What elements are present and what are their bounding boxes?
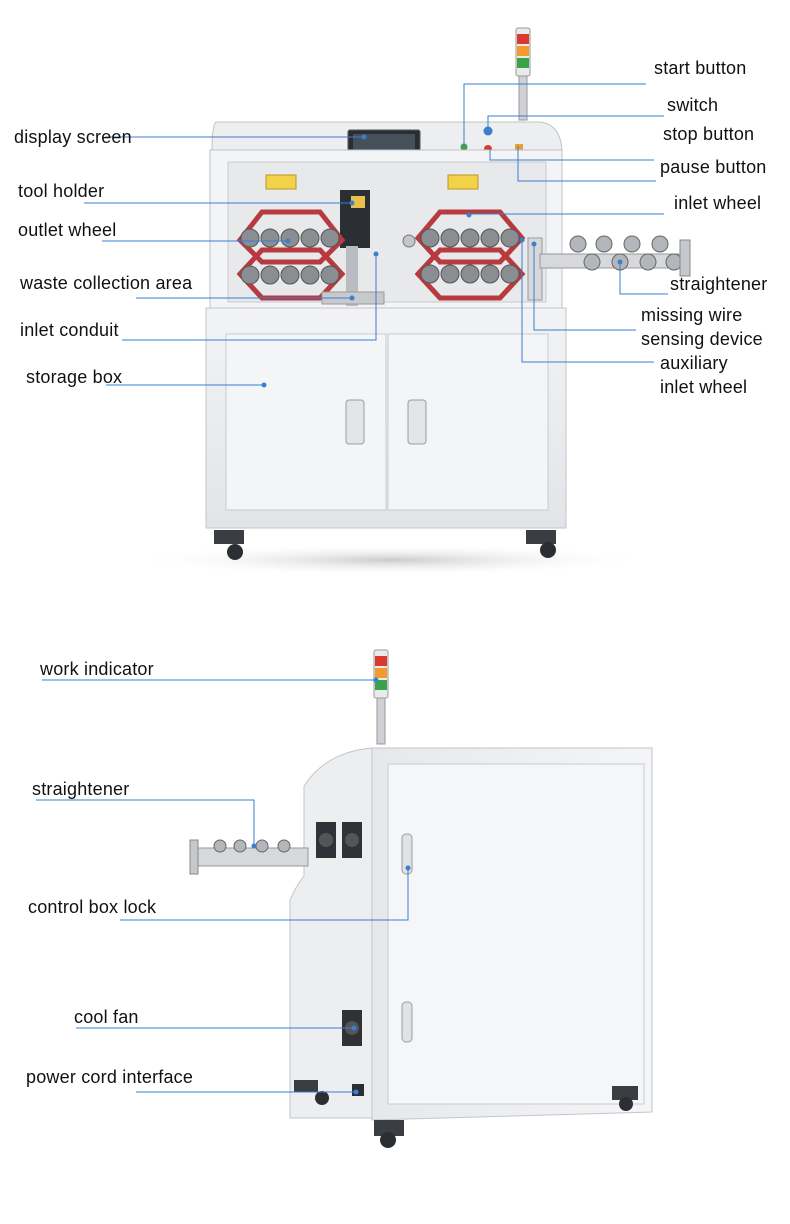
power-cord-socket bbox=[352, 1084, 364, 1096]
control-box-lock-graphic bbox=[401, 833, 413, 875]
lower-lock-graphic bbox=[401, 1001, 413, 1043]
label-pause-button: pause button bbox=[660, 157, 767, 177]
label-waste-collection-area: waste collection area bbox=[20, 273, 193, 293]
straightener-side-graphic bbox=[189, 839, 309, 875]
label-display-screen: display screen bbox=[14, 127, 132, 147]
label-work-indicator: work indicator bbox=[40, 659, 154, 679]
tool-holder-graphic bbox=[340, 190, 370, 306]
door-handle-right bbox=[407, 399, 427, 445]
label-inlet-wheel: inlet wheel bbox=[674, 193, 762, 213]
front-view-machine-illustration bbox=[84, 27, 691, 576]
signal-tower-side bbox=[373, 649, 389, 745]
side-leader-lines bbox=[36, 679, 409, 1093]
label-missing-wire-line1: missing wire bbox=[641, 305, 743, 325]
straightener-graphic bbox=[527, 235, 691, 301]
side-view-machine-illustration bbox=[36, 649, 653, 1148]
label-straightener-side: straightener bbox=[32, 779, 130, 799]
label-switch: switch bbox=[667, 95, 719, 115]
label-cool-fan: cool fan bbox=[74, 1007, 139, 1027]
label-stop-button: stop button bbox=[663, 124, 755, 144]
warning-sticker-right bbox=[447, 174, 479, 190]
side-body bbox=[289, 747, 373, 1119]
cabinet-door bbox=[387, 763, 645, 1105]
label-straightener: straightener bbox=[670, 274, 768, 294]
warning-sticker-left bbox=[265, 174, 297, 190]
front-leader-dots bbox=[261, 134, 623, 388]
label-missing-wire-line2: sensing device bbox=[641, 329, 763, 349]
label-inlet-conduit: inlet conduit bbox=[20, 320, 119, 340]
casters bbox=[214, 530, 556, 560]
front-view-panel: display screen tool holder outlet wheel … bbox=[0, 0, 790, 600]
label-power-cord-interface: power cord interface bbox=[26, 1067, 194, 1087]
side-leader-dots bbox=[251, 677, 411, 1095]
side-view-panel: work indicator straightener control box … bbox=[0, 600, 790, 1224]
label-storage-box: storage box bbox=[26, 367, 123, 387]
label-tool-holder: tool holder bbox=[18, 181, 105, 201]
label-control-box-lock: control box lock bbox=[28, 897, 157, 917]
label-auxiliary-line1: auxiliary bbox=[660, 353, 728, 373]
label-start-button: start button bbox=[654, 58, 747, 78]
signal-tower bbox=[515, 27, 531, 121]
side-casters bbox=[294, 1080, 638, 1148]
label-outlet-wheel: outlet wheel bbox=[18, 220, 117, 240]
floor-shadow bbox=[130, 544, 650, 576]
upper-fans bbox=[316, 822, 362, 858]
door-handle-left bbox=[345, 399, 365, 445]
label-auxiliary-line2: inlet wheel bbox=[660, 377, 748, 397]
